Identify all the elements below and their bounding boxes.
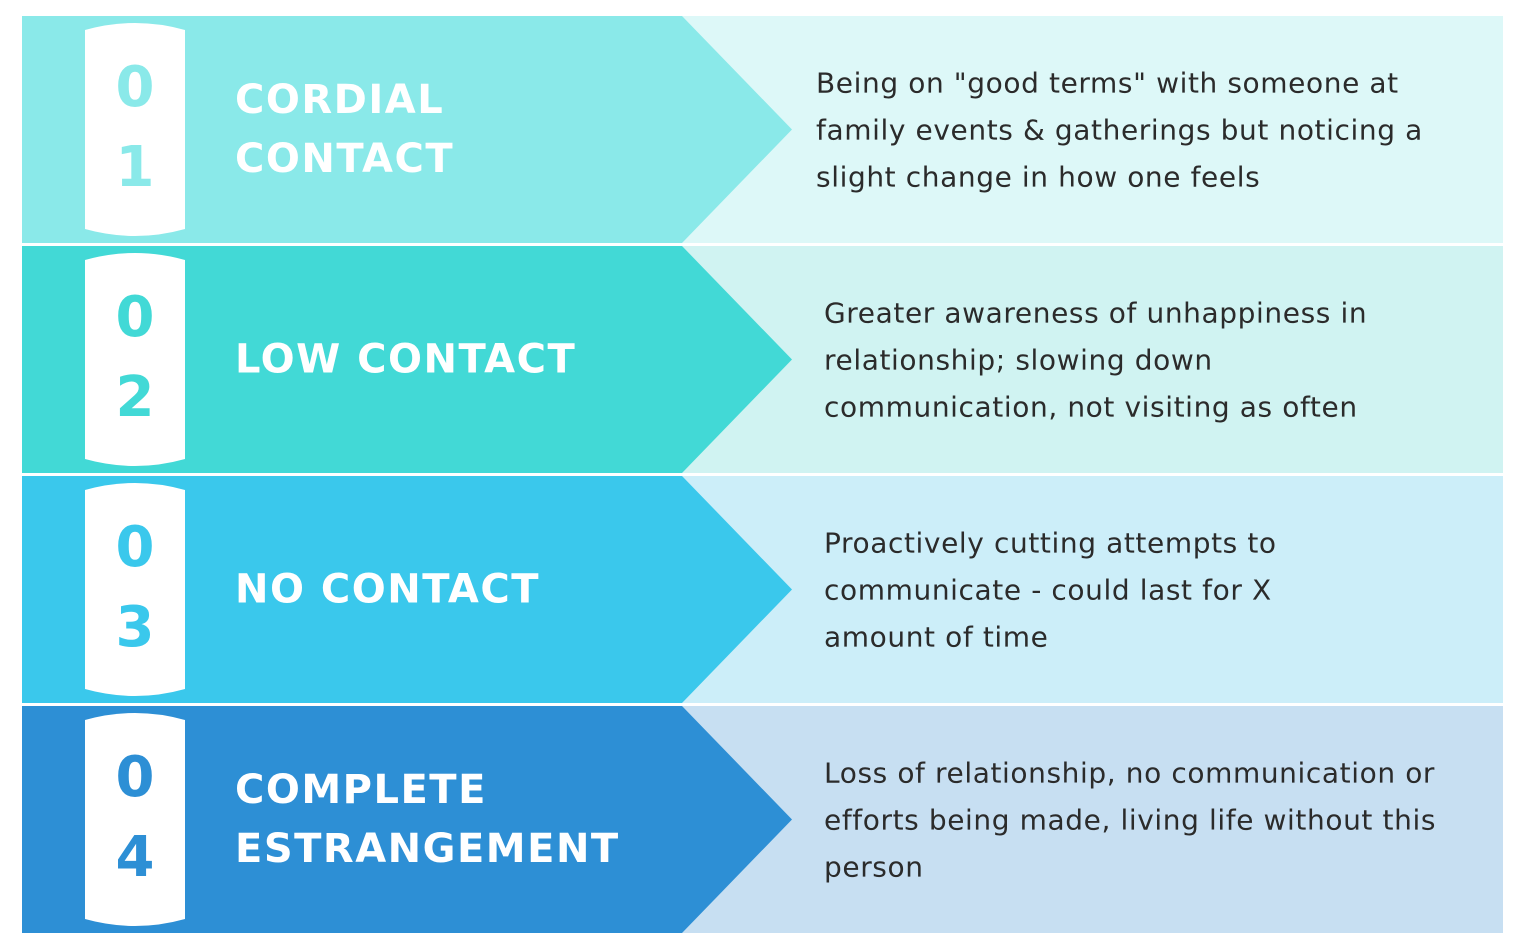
stage-2-description-line-3: communication, not visiting as often: [824, 390, 1358, 423]
stage-3-title: NO CONTACT: [235, 560, 675, 619]
stage-4-title: COMPLETE ESTRANGEMENT: [235, 761, 675, 879]
stage-3-description: Proactively cutting attempts to communic…: [824, 519, 1484, 660]
stage-4-digit-bottom: 4: [115, 825, 155, 890]
stage-4-description-line-3: person: [824, 850, 924, 883]
stage-3-background: [22, 476, 1503, 703]
stage-4-digit-top: 0: [115, 745, 155, 810]
stage-4-title-line-1: COMPLETE: [235, 766, 487, 813]
stage-1-digit-bottom: 1: [115, 135, 155, 200]
stage-3-arrow: [22, 476, 792, 703]
stage-1-title: CORDIAL CONTACT: [235, 71, 675, 189]
stage-2-description-line-1: Greater awareness of unhappiness in: [824, 296, 1368, 329]
stage-2-arrow: [22, 246, 792, 473]
stage-4-title-line-2: ESTRANGEMENT: [235, 825, 620, 872]
stage-2-digit-top: 0: [115, 285, 155, 350]
stage-2-description: Greater awareness of unhappiness in rela…: [824, 289, 1484, 430]
stage-3-number-badge: [85, 483, 185, 696]
stage-1-number-badge: [85, 23, 185, 236]
stage-4-description-line-2: efforts being made, living life without …: [824, 803, 1437, 836]
stage-4-background: [22, 706, 1503, 933]
stage-row-3: 0 3 NO CONTACT Proactively cutting attem…: [22, 476, 1503, 703]
stage-2-background: [22, 246, 1503, 473]
stage-3-digit-bottom: 3: [115, 595, 155, 660]
stage-1-description-line-1: Being on "good terms" with someone at: [816, 66, 1399, 99]
stage-3-description-line-2: communicate - could last for X: [824, 573, 1272, 606]
stage-3-digit-top: 0: [115, 515, 155, 580]
stage-1-description-line-2: family events & gatherings but noticing …: [816, 113, 1423, 146]
stage-3-title-line-1: NO CONTACT: [235, 566, 541, 612]
stage-2-digit-bottom: 2: [115, 365, 155, 430]
stage-1-title-line-1: CORDIAL: [235, 76, 445, 123]
stage-1-arrow: [22, 16, 792, 243]
stage-3-description-line-1: Proactively cutting attempts to: [824, 526, 1277, 559]
stage-4-number-badge: [85, 713, 185, 926]
stage-1-description-line-3: slight change in how one feels: [816, 160, 1261, 193]
stage-2-description-line-2: relationship; slowing down: [824, 343, 1213, 376]
stage-4-description: Loss of relationship, no communication o…: [824, 749, 1484, 890]
stage-2-title-line-1: LOW CONTACT: [235, 336, 577, 382]
stage-4-description-line-1: Loss of relationship, no communication o…: [824, 756, 1436, 789]
stage-1-background: [22, 16, 1503, 243]
stage-2-number-badge: [85, 253, 185, 466]
stage-4-arrow: [22, 706, 792, 933]
stage-3-description-line-3: amount of time: [824, 620, 1049, 653]
stage-row-2: 0 2 LOW CONTACT Greater awareness of unh…: [22, 246, 1503, 473]
stage-row-4: 0 4 COMPLETE ESTRANGEMENT Loss of relati…: [22, 706, 1503, 933]
stage-2-title: LOW CONTACT: [235, 330, 675, 389]
stage-1-description: Being on "good terms" with someone at fa…: [816, 59, 1476, 200]
stage-1-digit-top: 0: [115, 55, 155, 120]
stage-row-1: 0 1 CORDIAL CONTACT Being on "good terms…: [22, 16, 1503, 243]
stage-1-title-line-2: CONTACT: [235, 135, 455, 182]
